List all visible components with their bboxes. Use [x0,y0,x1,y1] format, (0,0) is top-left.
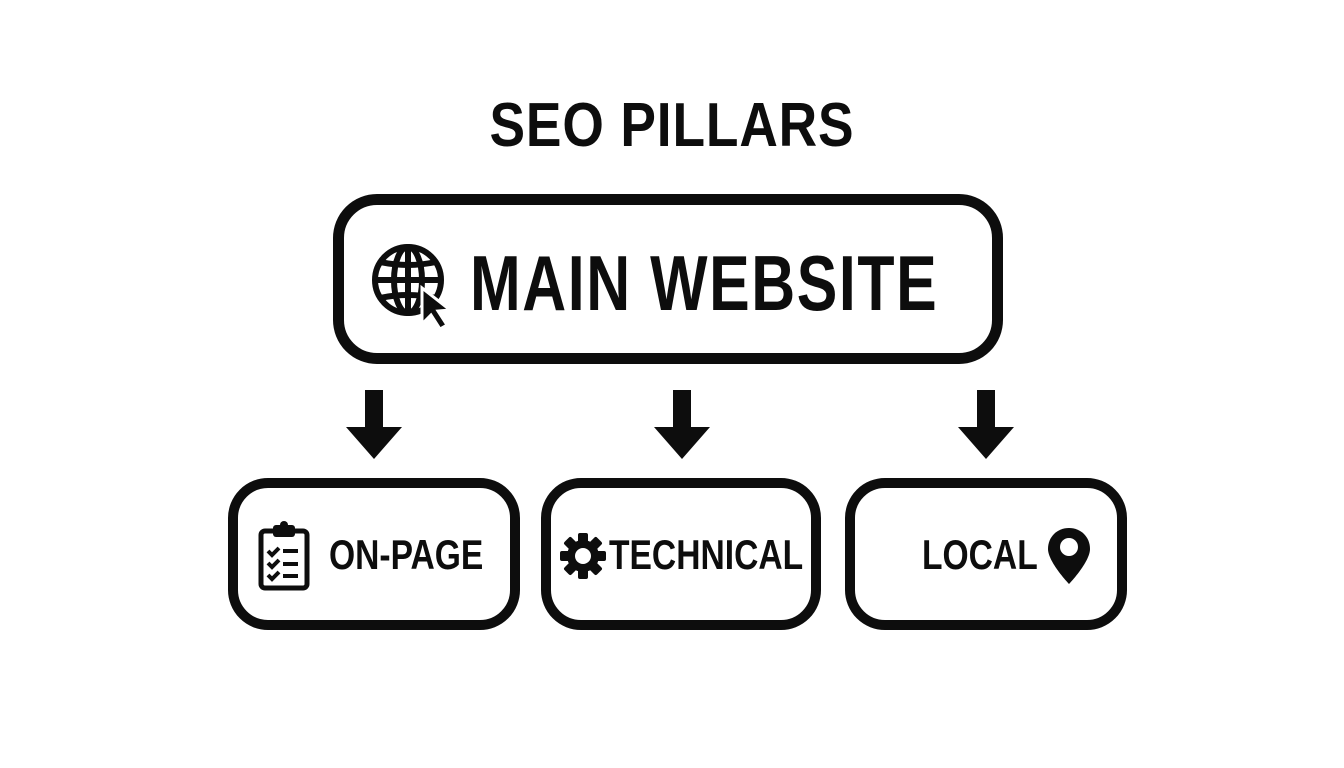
main-website-node [333,194,1003,364]
arrow-down-icon [654,390,710,459]
globe-cursor-icon [372,244,454,330]
pillar-local [845,478,1127,630]
pillar-on-page [228,478,520,630]
pillar-label-on-page: ON-PAGE [329,531,484,578]
gear-icon [560,533,606,579]
main-website-label: MAIN WEBSITE [470,239,939,327]
map-pin-icon [1048,528,1090,584]
diagram-title: SEO PILLARS [489,91,855,160]
arrow-down-icon [346,390,402,459]
clipboard-checklist-icon [258,521,310,591]
pillar-label-technical: TECHNICAL [609,531,804,578]
pillar-technical [541,478,821,630]
arrow-down-icon [958,390,1014,459]
pillar-label-local: LOCAL [922,531,1038,578]
